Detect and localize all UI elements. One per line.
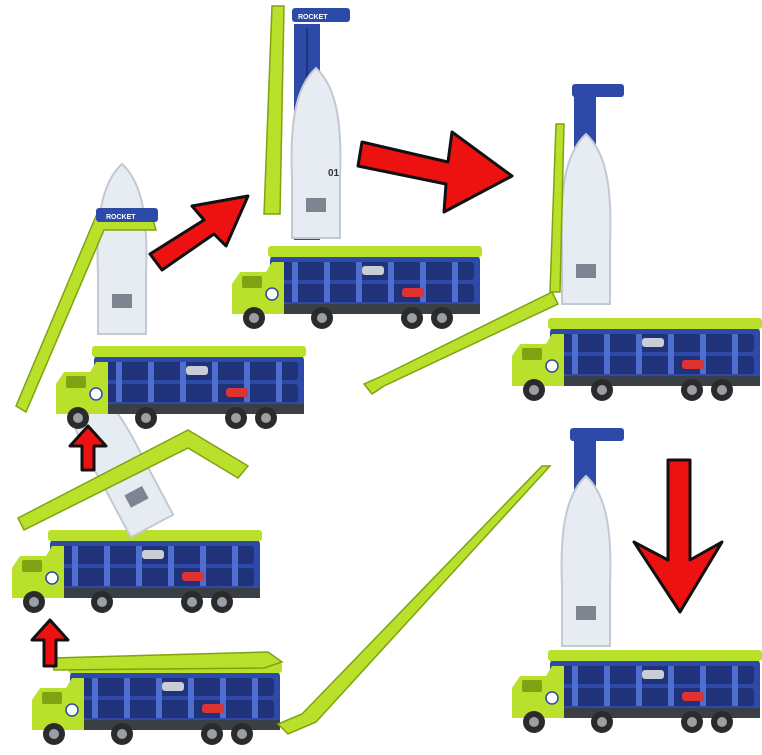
arrow-up-upper <box>68 424 108 472</box>
stage-lowered <box>31 651 284 746</box>
arrow-up-lower <box>30 618 70 668</box>
stage-ramp-long <box>276 428 762 735</box>
stage-upright: ROCKET 01 <box>231 5 483 330</box>
rocket-label: ROCKET <box>106 214 136 221</box>
tower-rocket-label: ROCKET <box>298 14 328 21</box>
stage-ramp-short <box>362 84 762 402</box>
arrow-right <box>356 130 514 214</box>
stage-lifted: ROCKET <box>15 163 307 430</box>
rocket-mark: 01 <box>328 168 340 179</box>
arrow-down <box>632 458 724 614</box>
arrow-diagonal <box>148 194 250 272</box>
stage-raising <box>11 363 263 614</box>
